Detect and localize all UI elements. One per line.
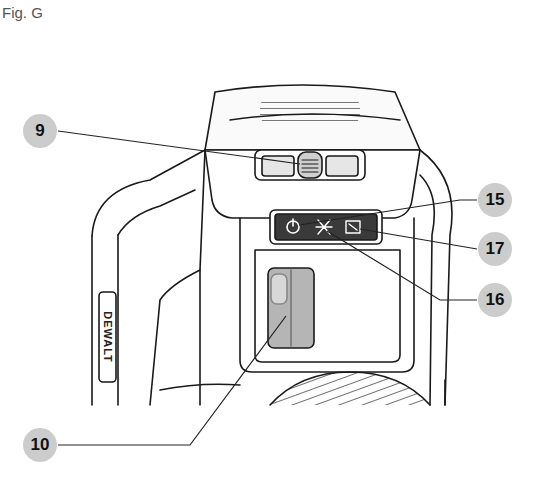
callout-number: 16 (486, 290, 505, 310)
callout-discs (23, 114, 512, 462)
callout-number: 17 (486, 239, 505, 259)
callout-number: 15 (486, 190, 505, 210)
callout-number: 10 (31, 435, 50, 455)
brand-name: DEWALT (102, 311, 114, 363)
leader-lines (58, 131, 477, 445)
callout-number: 9 (35, 121, 44, 141)
figure-title: Fig. G (2, 4, 43, 21)
housing (92, 85, 452, 405)
